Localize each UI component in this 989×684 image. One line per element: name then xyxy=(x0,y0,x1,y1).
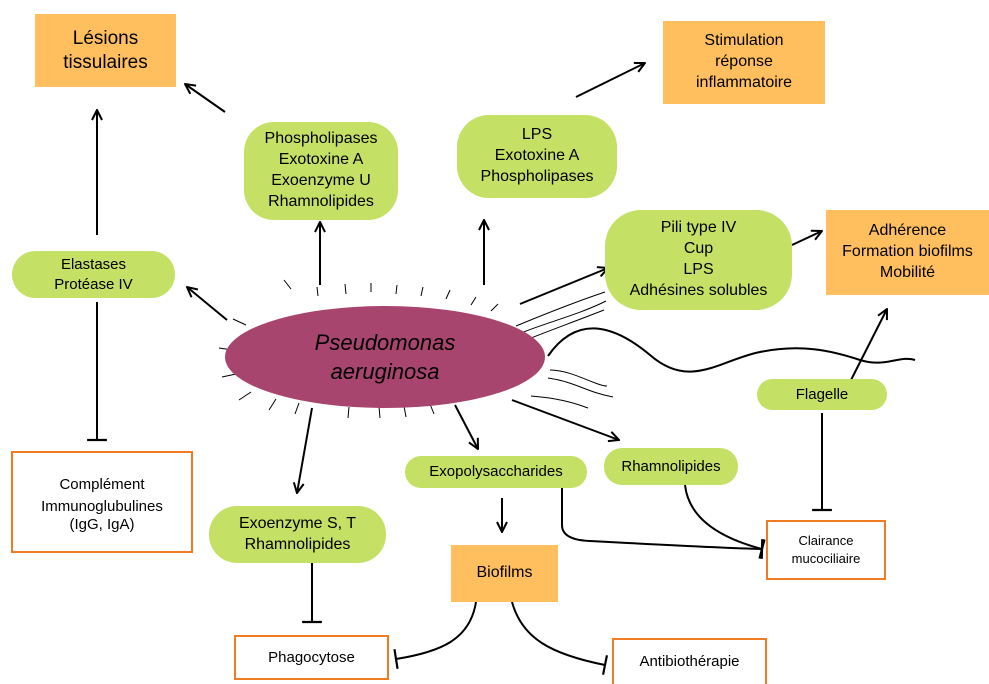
clairance-box: Clairance mucociliaire xyxy=(766,520,886,580)
antibio-box: Antibiothérapie xyxy=(612,638,767,684)
adherence-line-3: Mobilité xyxy=(879,263,936,281)
adherence-line-2: Formation biofilms xyxy=(842,243,973,261)
exoenzyme-node: Exoenzyme S, T Rhamnolipides xyxy=(209,506,386,563)
complement-line-3: (IgG, IgA) xyxy=(69,515,135,533)
adherence-box: Adhérence Formation biofilms Mobilité xyxy=(826,210,989,295)
phospho-line-4: Rhamnolipides xyxy=(268,192,374,210)
arrow-flagelle-to-adherence xyxy=(850,309,887,381)
lps-line-2: Exotoxine A xyxy=(494,147,580,165)
phospho-node: Phospholipases Exotoxine A Exoenzyme U R… xyxy=(244,122,398,220)
stimulation-line-3: inflammatoire xyxy=(695,73,793,91)
arrow-pili-to-adherence xyxy=(791,231,822,246)
exopoly-label: Exopolysaccharides xyxy=(429,463,563,481)
arrow-cell-to-exoenzyme xyxy=(297,407,313,493)
biofilms-box: Biofilms xyxy=(451,545,558,602)
flagellum xyxy=(547,327,916,373)
phospho-line-1: Phospholipases xyxy=(264,130,378,148)
arrow-phospho-to-lesions xyxy=(185,84,226,113)
arrow-cell-to-exopoly xyxy=(454,404,478,449)
phagocytose-box: Phagocytose xyxy=(234,635,389,680)
phospho-line-3: Exoenzyme U xyxy=(271,172,371,189)
stimulation-line-1: Stimulation xyxy=(704,32,784,50)
inhibit-rhamno-clairance xyxy=(684,484,766,559)
pseudomonas-line-1: Pseudomonas xyxy=(314,330,456,356)
lps-line-1: LPS xyxy=(521,126,553,144)
pili-line-3: LPS xyxy=(683,261,714,278)
biofilms-label: Biofilms xyxy=(476,564,533,582)
phospho-line-2: Exotoxine A xyxy=(278,151,364,169)
pseudomonas-label: Pseudomonas aeruginosa xyxy=(295,322,475,394)
arrows xyxy=(97,63,887,532)
inhibit-biofilms-antibio xyxy=(511,601,609,675)
phagocytose-label: Phagocytose xyxy=(268,648,355,666)
elastases-node: Elastases Protéase IV xyxy=(12,251,175,298)
exoenzyme-line-1: Exoenzyme S, T xyxy=(238,514,357,532)
complement-box: Complément Immunoglubulines (IgG, IgA) xyxy=(11,451,193,553)
lps-node: LPS Exotoxine A Phospholipases xyxy=(457,115,617,198)
inhibitions xyxy=(87,302,832,675)
arrow-cell-to-elastases xyxy=(187,287,228,321)
inhibit-biofilms-phagocytose xyxy=(393,601,477,669)
lesions-box: Lésions tissulaires xyxy=(35,14,176,87)
fimbriae xyxy=(515,291,614,409)
complement-line-1: Complément xyxy=(59,475,145,493)
rhamno-label: Rhamnolipides xyxy=(621,457,721,475)
inhibit-exopoly-clairance xyxy=(561,486,764,559)
clairance-line-1: Clairance xyxy=(798,533,854,549)
antibio-label: Antibiothérapie xyxy=(639,653,740,671)
pili-line-1: Pili type IV xyxy=(660,219,737,237)
flagelle-label: Flagelle xyxy=(795,385,849,403)
pili-line-2: Cup xyxy=(683,240,714,258)
pili-node: Pili type IV Cup LPS Adhésines solubles xyxy=(605,210,792,310)
pseudomonas-line-2: aeruginosa xyxy=(330,359,440,384)
clairance-line-2: mucociliaire xyxy=(791,551,861,566)
stimulation-line-2: réponse xyxy=(715,53,773,71)
lesions-line-1: Lésions xyxy=(72,27,139,49)
complement-line-2: Immunoglubulines xyxy=(41,497,163,515)
lps-line-3: Phospholipases xyxy=(480,167,594,185)
exopoly-node: Exopolysaccharides xyxy=(405,456,587,488)
arrow-cell-to-pili xyxy=(519,268,608,305)
lesions-line-2: tissulaires xyxy=(63,51,148,73)
pili-line-4: Adhésines solubles xyxy=(629,281,768,299)
elastases-line-2: Protéase IV xyxy=(54,275,133,293)
exoenzyme-line-2: Rhamnolipides xyxy=(244,535,351,553)
stimulation-box: Stimulation réponse inflammatoire xyxy=(663,21,825,104)
adherence-line-1: Adhérence xyxy=(868,222,947,240)
pseudomonas-cell xyxy=(225,306,545,408)
arrow-cell-to-rhamno xyxy=(511,399,619,440)
rhamno-node: Rhamnolipides xyxy=(604,448,738,485)
arrow-lps-to-stimulation xyxy=(575,63,645,98)
elastases-line-1: Elastases xyxy=(60,256,127,273)
flagelle-node: Flagelle xyxy=(757,379,887,410)
